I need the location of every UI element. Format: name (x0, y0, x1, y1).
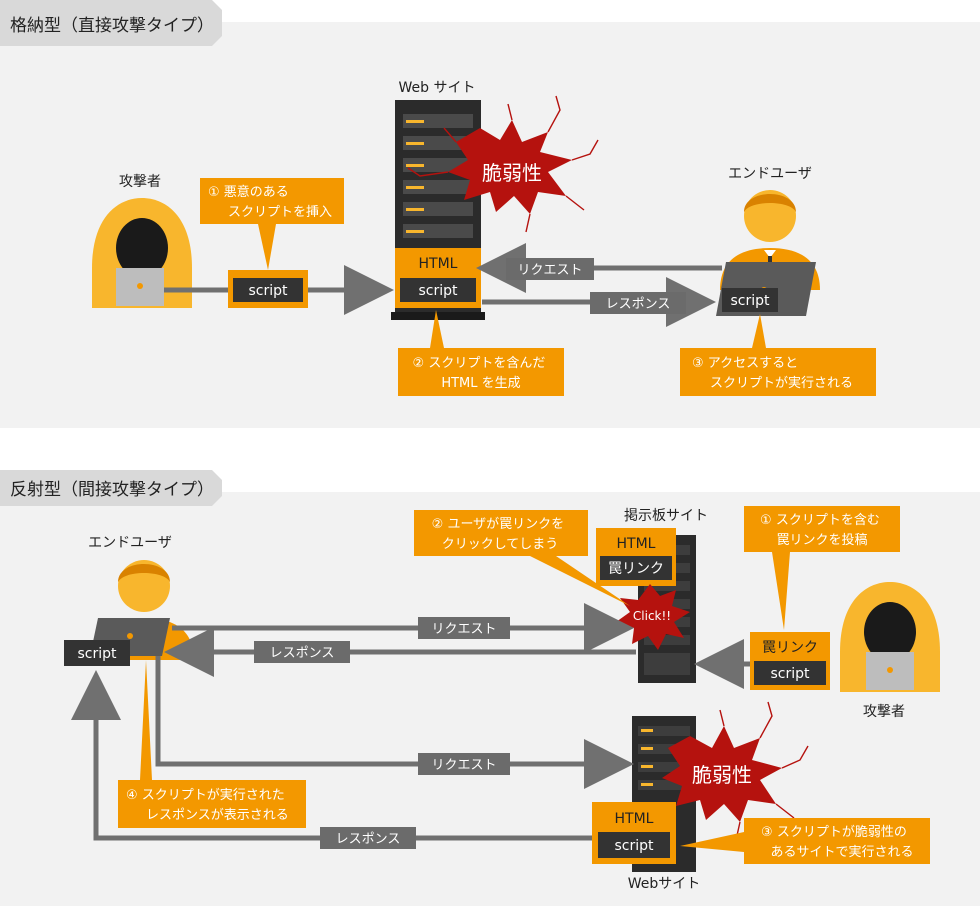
reflected-step2-callout (414, 510, 630, 606)
web-site-label: Webサイト (628, 876, 701, 892)
reflected-request2-tag (418, 753, 510, 775)
stored-step2-callout (398, 310, 564, 396)
reflected-section: 反射型（間接攻撃タイプ） 掲示板サイト HTML 罠リンク Click!! ② … (0, 470, 980, 906)
stored-enduser-label: エンドユーザ (728, 166, 812, 182)
trap-payload-script-label: script (770, 666, 810, 682)
stored-site-label: Web サイト (399, 80, 476, 96)
reflected-step1-text: ① スクリプトを含む 罠リンクを投稿 (760, 512, 884, 548)
reflected-header-tab (0, 470, 222, 506)
reflected-response1-tag (254, 641, 350, 663)
stored-attacker-label: 攻撃者 (119, 174, 161, 190)
stored-user-script-label: script (730, 293, 770, 309)
web-script-box (598, 832, 670, 858)
stored-vuln-burst (407, 95, 599, 233)
reflected-response2-label: レスポンス (336, 832, 401, 847)
stored-attacker-figure (92, 198, 192, 308)
reflected-request1-label: リクエスト (431, 622, 496, 637)
reflected-vuln-label: 脆弱性 (692, 763, 752, 787)
click-burst (616, 584, 690, 650)
board-html-label: HTML (617, 536, 656, 552)
board-trap-box (600, 556, 672, 580)
stored-request-tag (506, 258, 594, 280)
reflected-step4-callout (118, 660, 306, 828)
reflected-header: 反射型（間接攻撃タイプ） (10, 480, 214, 500)
stored-response-label: レスポンス (606, 297, 671, 312)
reflected-request1-tag (418, 617, 510, 639)
trap-payload-script-box (754, 661, 826, 685)
stored-section: 格納型（直接攻撃タイプ） Web サイト (0, 0, 980, 428)
stored-header-tab (0, 0, 222, 46)
reflected-step4-text: ④ スクリプトが実行された レスポンスが表示される (126, 787, 289, 823)
board-trap-label: 罠リンク (608, 561, 664, 577)
reflected-step3-callout (680, 818, 930, 864)
reflected-request2-label: リクエスト (431, 758, 496, 773)
stored-response-tag (590, 292, 686, 314)
reflected-enduser-label: エンドユーザ (88, 535, 172, 551)
web-script-label: script (614, 838, 654, 854)
stored-step3-text: ③ アクセスすると スクリプトが実行される (692, 356, 853, 391)
stored-payload-script-label: script (248, 283, 288, 299)
stored-server-script-label: script (418, 283, 458, 299)
reflected-vuln-burst (662, 701, 809, 841)
stored-step1-callout (200, 178, 344, 270)
web-html-label: HTML (615, 811, 654, 827)
stored-step3-callout (680, 314, 876, 396)
reflected-response1-label: レスポンス (270, 646, 335, 661)
stored-html-label: HTML (419, 256, 458, 272)
stored-vuln-label: 脆弱性 (482, 161, 542, 185)
reflected-step1-callout (744, 506, 900, 630)
reflected-attacker-label: 攻撃者 (863, 704, 905, 720)
reflected-step3-text: ③ スクリプトが脆弱性の あるサイトで実行される (761, 824, 913, 860)
click-label: Click!! (633, 609, 671, 623)
stored-step1-text: ① 悪意のある スクリプトを挿入 (208, 184, 332, 220)
stored-server-script-box (400, 278, 476, 302)
reflected-user-script-label: script (77, 646, 117, 662)
reflected-step2-text: ② ユーザが罠リンクを クリックしてしまう (432, 517, 569, 552)
stored-step2-text: ② スクリプトを含んだ HTML を生成 (413, 355, 550, 391)
stored-request-label: リクエスト (517, 263, 582, 278)
board-site-label: 掲示板サイト (624, 508, 708, 524)
stored-server (391, 100, 485, 320)
stored-user-script-box (722, 288, 778, 312)
reflected-response2-arrow (71, 670, 592, 841)
trap-payload-label: 罠リンク (762, 640, 818, 656)
reflected-response2-tag (320, 827, 416, 849)
reflected-user-script-box (64, 640, 130, 666)
reflected-attacker-figure (840, 582, 940, 692)
stored-header: 格納型（直接攻撃タイプ） (10, 16, 214, 36)
